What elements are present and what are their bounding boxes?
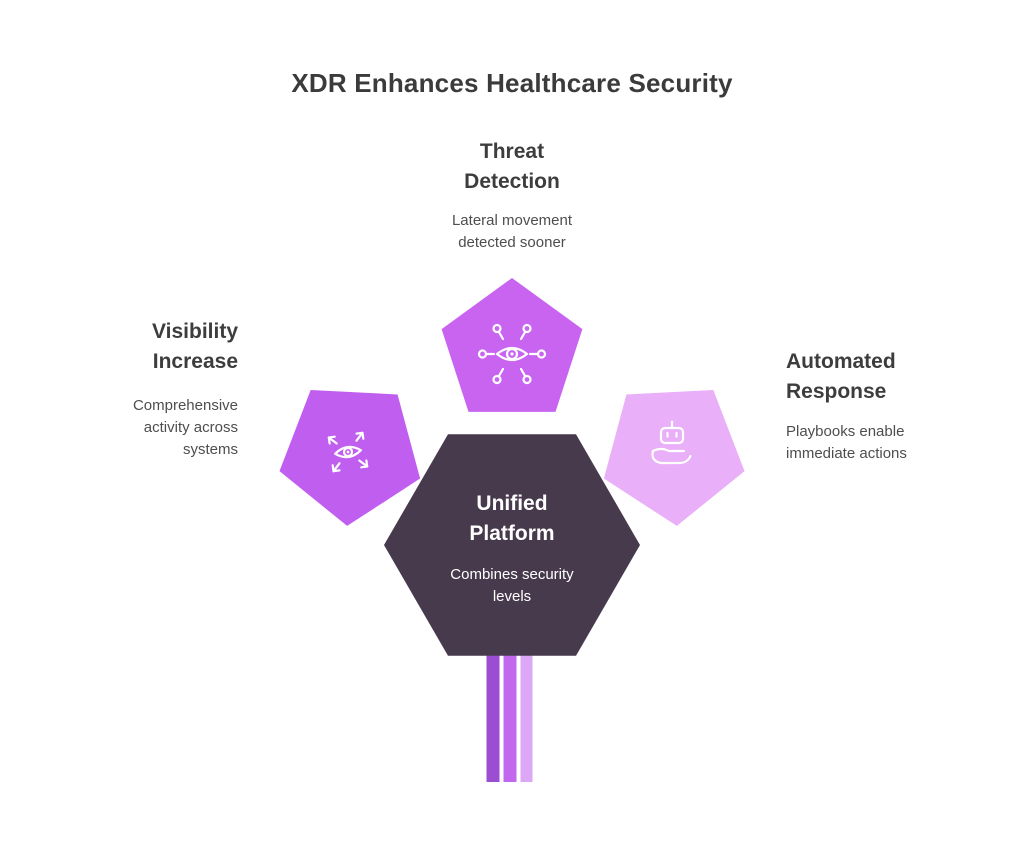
expand-eye-icon xyxy=(327,431,369,473)
stem-stripe-left xyxy=(486,650,500,782)
visibility-increase-heading: Visibility Increase xyxy=(152,320,238,373)
network-eye-icon xyxy=(477,323,547,385)
automated-response-subtitle: Playbooks enable immediate actions xyxy=(786,423,907,462)
stem-stripe-right xyxy=(520,650,533,782)
unified-platform-subtitle: Combines security levels xyxy=(450,566,574,605)
stem-stripe-middle xyxy=(503,650,517,782)
pentagon-automated-response xyxy=(603,389,745,526)
page-title: XDR Enhances Healthcare Security xyxy=(291,68,733,98)
unified-platform-heading: Unified Platform xyxy=(469,492,555,545)
hand-robot-icon xyxy=(651,420,692,465)
hexagon-unified-platform xyxy=(384,434,640,656)
pentagon-visibility-increase xyxy=(279,389,421,526)
threat-detection-subtitle: Lateral movement detected sooner xyxy=(451,212,573,251)
automated-response-heading: Automated Response xyxy=(786,350,896,403)
visibility-increase-subtitle: Comprehensive activity across systems xyxy=(132,397,238,458)
pentagon-threat-detection xyxy=(441,278,583,412)
threat-detection-heading: Threat Detection xyxy=(464,140,560,193)
